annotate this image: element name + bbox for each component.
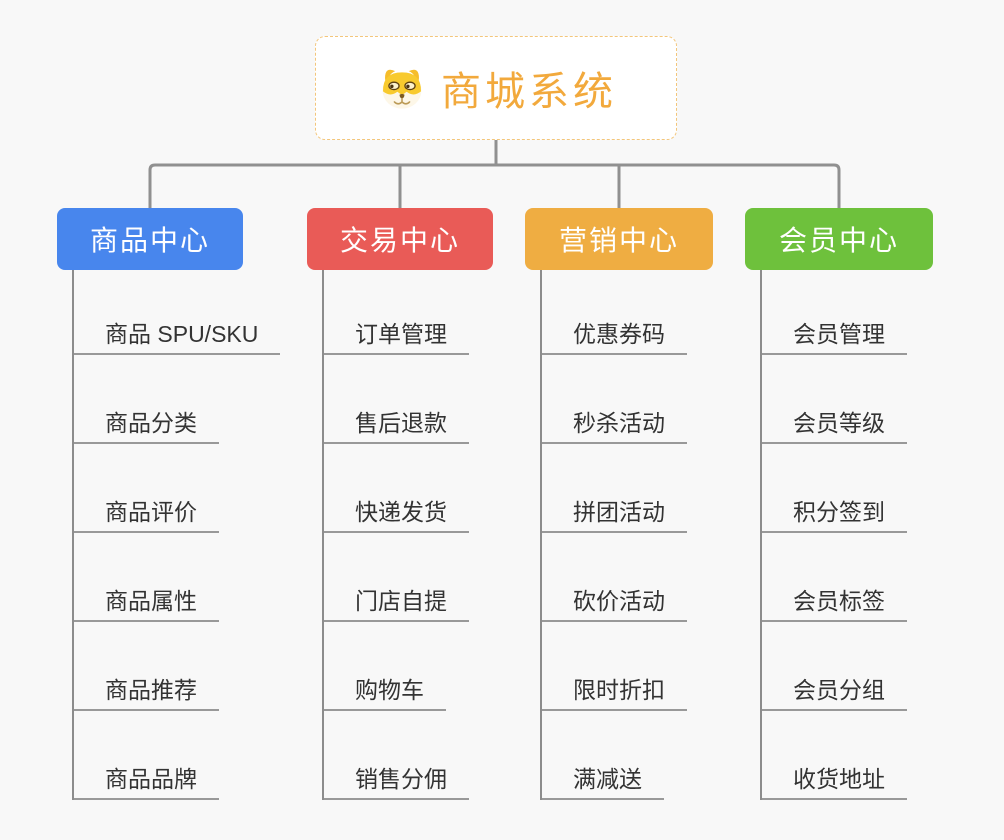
leaf-column-trade: 订单管理 售后退款 快递发货 门店自提 购物车 销售分佣: [322, 270, 592, 800]
root-node-mall-system[interactable]: 商城系统: [315, 36, 677, 140]
leaf-node[interactable]: 门店自提: [322, 588, 469, 622]
branch-node-marketing-center[interactable]: 营销中心: [525, 208, 713, 270]
branch-label: 会员中心: [778, 225, 899, 256]
leaf-node[interactable]: 商品品牌: [72, 766, 219, 800]
branch-label: 商品中心: [89, 225, 210, 256]
leaf-column-marketing: 优惠券码 秒杀活动 拼团活动 砍价活动 限时折扣 满减送: [540, 270, 810, 800]
leaf-node[interactable]: 砍价活动: [540, 588, 687, 622]
leaf-node[interactable]: 秒杀活动: [540, 410, 687, 444]
branch-label: 交易中心: [339, 225, 460, 256]
shiba-dog-icon: [382, 69, 422, 109]
leaf-node[interactable]: 会员管理: [760, 321, 907, 355]
leaf-column-product: 商品 SPU/SKU 商品分类 商品评价 商品属性 商品推荐 商品品牌: [72, 270, 342, 800]
leaf-node[interactable]: 优惠券码: [540, 321, 687, 355]
branch-node-product-center[interactable]: 商品中心: [57, 208, 243, 270]
leaf-node[interactable]: 销售分佣: [322, 766, 469, 800]
leaf-node[interactable]: 拼团活动: [540, 499, 687, 533]
leaf-node[interactable]: 收货地址: [760, 766, 907, 800]
leaf-node[interactable]: 积分签到: [760, 499, 907, 533]
branch-label: 营销中心: [558, 225, 679, 256]
leaf-node[interactable]: 会员分组: [760, 677, 907, 711]
branch-node-trade-center[interactable]: 交易中心: [307, 208, 493, 270]
leaf-node[interactable]: 订单管理: [322, 321, 469, 355]
leaf-node[interactable]: 快递发货: [322, 499, 469, 533]
bus-line: [148, 163, 841, 208]
leaf-node[interactable]: 会员标签: [760, 588, 907, 622]
leaf-node[interactable]: 商品推荐: [72, 677, 219, 711]
leaf-node[interactable]: 售后退款: [322, 410, 469, 444]
leaf-node[interactable]: 商品分类: [72, 410, 219, 444]
leaf-node[interactable]: 会员等级: [760, 410, 907, 444]
leaf-node[interactable]: 限时折扣: [540, 677, 687, 711]
leaf-node[interactable]: 商品属性: [72, 588, 219, 622]
root-title: 商城系统: [441, 70, 617, 114]
branch-node-member-center[interactable]: 会员中心: [745, 208, 933, 270]
leaf-node[interactable]: 购物车: [322, 677, 446, 711]
leaf-column-member: 会员管理 会员等级 积分签到 会员标签 会员分组 收货地址: [760, 270, 1004, 800]
leaf-node[interactable]: 满减送: [540, 766, 664, 800]
leaf-node[interactable]: 商品评价: [72, 499, 219, 533]
leaf-node[interactable]: 商品 SPU/SKU: [72, 321, 281, 355]
